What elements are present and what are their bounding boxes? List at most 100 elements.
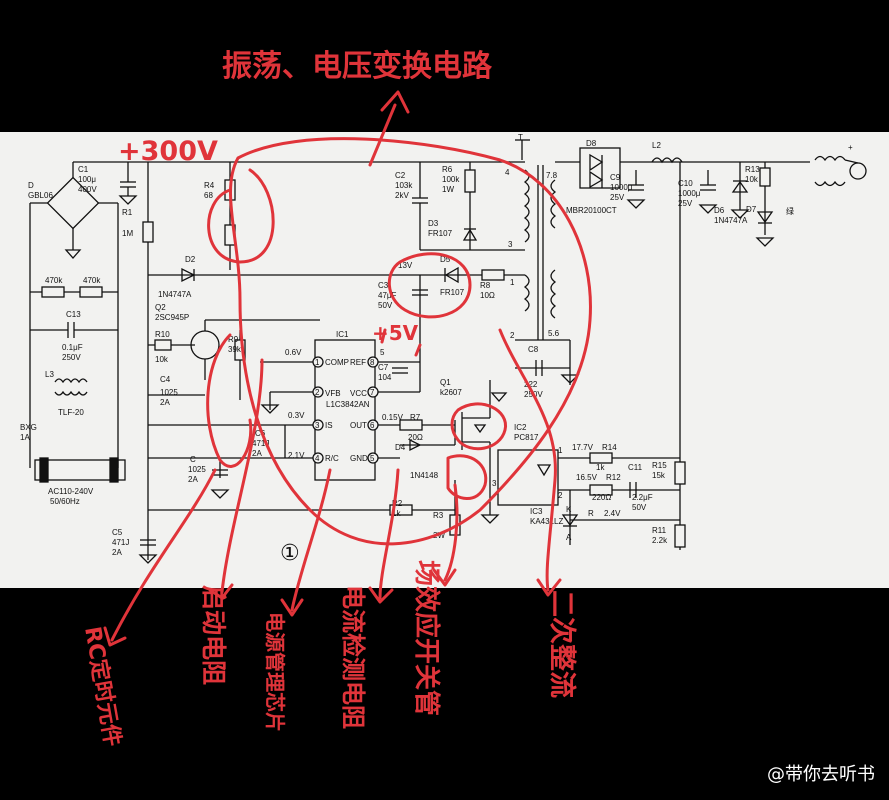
label-c10-v1: 1000μ [678,189,701,198]
label-r8: R8 [480,281,491,290]
annotation-circle-1: ① [280,541,300,566]
label-bxg: BXG [20,423,37,432]
label-c3-v1: 47μF [378,291,397,300]
label-d2: D2 [185,255,196,264]
label-r9: R9 [228,335,239,344]
label-t2: 2 [510,331,515,340]
label-r6: R6 [442,165,453,174]
label-d8-v: MBR20100CT [566,206,617,215]
label-r12-v2: 220Ω [592,493,611,502]
label-ic1-model: L1C3842AN [326,400,370,409]
label-c5: C5 [112,528,123,537]
label-c9-v2: 25V [610,193,625,202]
red-annotation-text: 振荡、电压变换电路 +300V +5V ① RC定时元件 启动电阻 电源管理芯片… [79,49,577,748]
label-c6-v1: 471J [252,439,269,448]
label-q1-v: k2607 [440,388,462,397]
label-tlf: TLF-20 [58,408,84,417]
label-q2-v: 2SC945P [155,313,189,322]
pin-gnd: GND [350,454,368,463]
label-d: D [28,181,34,190]
label-t4: 4 [505,168,510,177]
label-c-b: C [190,455,196,464]
red-annotation-strokes [103,90,592,647]
label-v03: 0.3V [288,411,305,420]
label-r8-v: 10Ω [480,291,495,300]
label-c6-v2: 2A [252,449,262,458]
label-d2-v: 1N4747A [158,290,192,299]
label-d3-v: FR107 [428,229,453,238]
annotation-300v: +300V [118,136,218,167]
label-d5: D5 [440,255,451,264]
label-ic3: IC3 [530,507,543,516]
annotation-secondary-rect: 二次整流 [546,590,577,698]
pin-out: OUT [350,421,367,430]
pin-2: 2 [315,388,320,397]
pin-rc: R/C [325,454,339,463]
label-r14: R14 [602,443,617,452]
label-r3: R3 [433,511,444,520]
label-c11-v2: 50V [632,503,647,512]
label-r12: R12 [606,473,621,482]
label-c7-v: 104 [378,373,392,382]
label-c5-v1: 471J [112,538,129,547]
label-r4: R4 [204,181,215,190]
label-r1-v: 1M [122,229,133,238]
label-ic2-v: PC817 [514,433,539,442]
label-bxg-v: 1A [20,433,30,442]
pin-3: 3 [315,421,320,430]
label-v24: 2.4V [604,509,621,518]
label-c5-v2: 2A [112,548,122,557]
label-c1-v2: 400V [78,185,97,194]
label-c8-v1: 222 [524,380,538,389]
label-r11-v: 2.2k [652,536,668,545]
label-t3: 3 [508,240,513,249]
pin-vcc: VCC [350,389,367,398]
label-c3: C3 [378,281,389,290]
annotation-power-chip: 电源管理芯片 [263,612,287,732]
label-ic3-v: KA431LZ [530,517,563,526]
label-r7: R7 [410,413,421,422]
label-c13: C13 [66,310,81,319]
label-q2: Q2 [155,303,166,312]
label-c2-v2: 2kV [395,191,409,200]
annotation-fet-switch: 场效应开关管 [411,560,442,716]
label-c6: C6 [255,429,266,438]
label-r2-v: 1k [392,509,401,518]
label-c2: C2 [395,171,406,180]
label-r10: R10 [155,330,170,339]
label-r13: R13 [745,165,760,174]
label-d7: D7 [746,205,757,214]
label-c7: C7 [378,363,389,372]
label-r1: R1 [122,208,133,217]
pin-6: 6 [370,421,375,430]
pin-4: 4 [315,454,320,463]
label-q1: Q1 [440,378,451,387]
label-d6: D6 [714,206,725,215]
label-r14-v1: 17.7V [572,443,594,452]
label-t78: 7.8 [546,171,558,180]
pin-5: 5 [370,454,375,463]
annotation-rc-timing: RC定时元件 [79,625,126,749]
label-d-model: GBL06 [28,191,53,200]
label-d5-v: FR107 [440,288,465,297]
label-r14-v2: 1k [596,463,605,472]
label-t56: 5.6 [548,329,560,338]
label-c1: C1 [78,165,89,174]
label-c-b-v2: 2A [188,475,198,484]
label-v21: 2.1V [288,451,305,460]
annotation-start-resistor: 启动电阻 [199,585,228,685]
label-l3: L3 [45,370,54,379]
label-d3: D3 [428,219,439,228]
label-r15-v: 15k [652,471,666,480]
label-r2: R2 [392,499,403,508]
label-r6-v1: 100k [442,175,460,184]
label-c8: C8 [528,345,539,354]
label-t: T [518,133,523,142]
circuit-wiring [29,139,867,564]
label-c9-v1: 1000μ [610,183,633,192]
label-d8: D8 [586,139,597,148]
pin-7: 7 [370,388,375,397]
component-labels: D GBL06 C1 100μ 400V R1 1M 470k 470k C13… [20,133,853,557]
schematic-paper [0,132,889,588]
pin-comp: COMP [325,358,349,367]
